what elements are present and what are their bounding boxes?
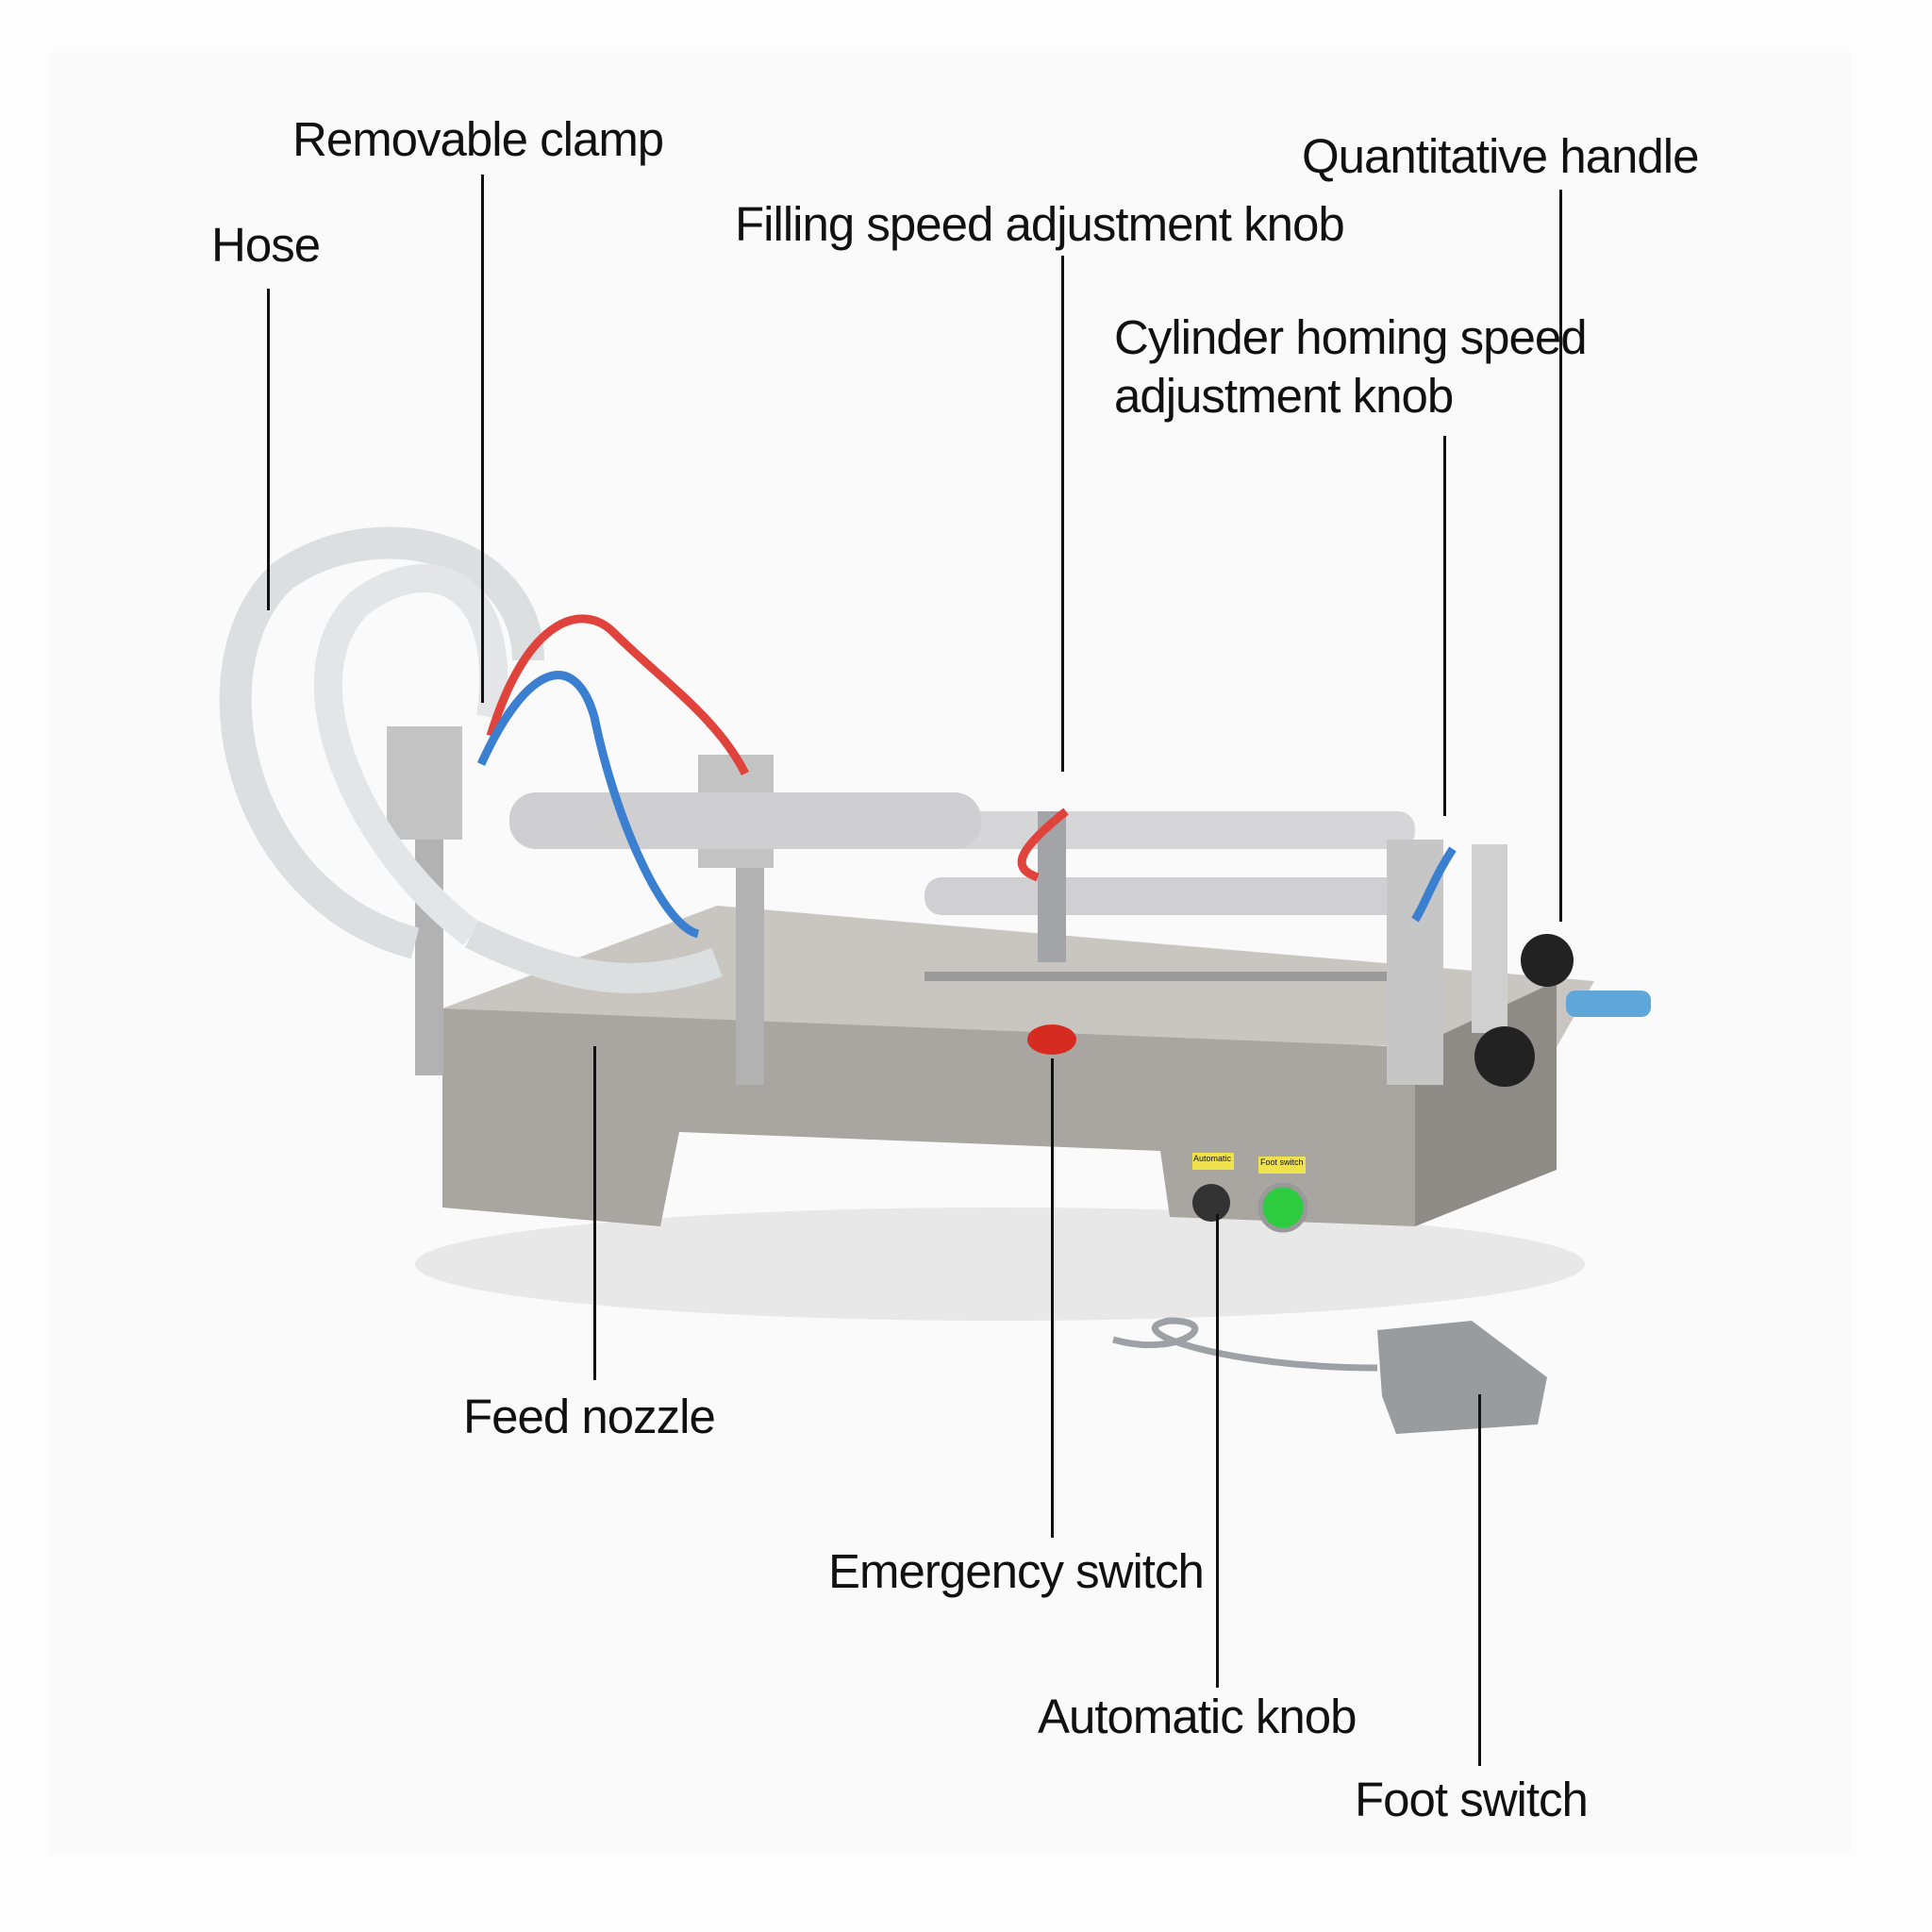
emergency-switch-leader-line [1051,1058,1054,1538]
label-cylinder-homing-line2: adjustment knob [1114,369,1454,423]
quantitative-handle-leader-line [1559,190,1562,922]
red-tube [486,614,750,776]
automatic-knob-leader-line [1216,1214,1219,1688]
label-automatic-knob: Automatic knob [1038,1690,1357,1743]
automatic-tag [1192,1153,1234,1170]
base-front [442,1008,1415,1226]
label-filling-speed-knob: Filling speed adjustment knob [735,197,1345,251]
label-foot-switch: Foot switch [1355,1773,1589,1826]
machine-shadow [415,1208,1585,1321]
label-cylinder-homing-line1: Cylinder homing speed [1114,310,1588,364]
pump-head-left [387,726,462,840]
label-quantitative-handle: Quantitative handle [1302,129,1699,183]
red-tube-2 [1017,808,1069,882]
air-connector [1566,991,1651,1017]
cylinder-upper [924,811,1415,849]
green-button [1257,1182,1308,1233]
blue-tube-2 [1411,846,1457,923]
hose-lower [464,920,723,993]
label-emergency-switch: Emergency switch [828,1544,1205,1598]
pump-cylinder [509,792,981,849]
foot-switch-tag [1258,1157,1306,1174]
foot-pedal [1377,1321,1547,1434]
panel-tag-automatic: Automatic [1193,1154,1232,1163]
cylinder-lower [924,877,1415,915]
cylinder-homing-knob-leader-line [1443,436,1446,816]
hose-inner [313,564,508,945]
panel-tag-foot-switch: Foot switch [1260,1158,1304,1167]
label-removable-clamp: Removable clamp [292,112,664,166]
filling-speed-knob-leader-line [1061,256,1064,772]
label-feed-nozzle: Feed nozzle [463,1390,716,1443]
hose-leader-line [267,289,270,610]
pedal-cable [1112,1317,1378,1372]
end-plate-rear [1472,844,1507,1033]
label-hose: Hose [211,218,321,272]
nozzle-right [736,868,764,1085]
adjust-knob [1474,1026,1535,1087]
quantitative-handle-knob [1521,934,1574,987]
foot-switch-leader-line [1478,1394,1481,1766]
removable-clamp-leader-line [481,175,484,703]
emergency-stop-button [1027,1024,1076,1055]
blue-tube [476,671,700,939]
feed-nozzle-leader-line [593,1046,596,1380]
automatic-knob [1192,1184,1230,1222]
rod [924,972,1415,981]
